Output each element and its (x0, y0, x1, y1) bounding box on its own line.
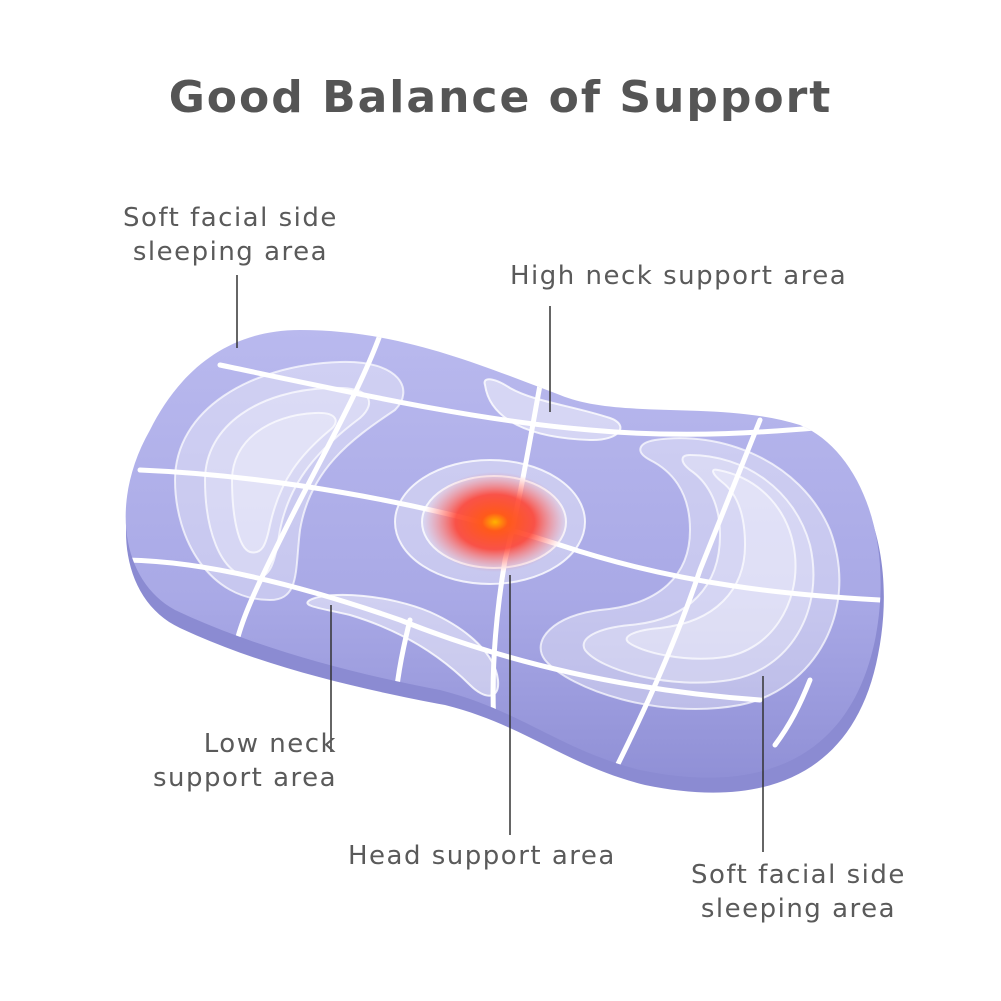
pressure-hotspot (423, 472, 567, 572)
label-line: Soft facial side (691, 860, 906, 890)
label-line: sleeping area (132, 237, 329, 267)
page-title: Good Balance of Support (168, 72, 833, 123)
label-line: Low neck (203, 729, 338, 759)
right-facial-pad (539, 437, 841, 710)
head-support-pad (394, 459, 586, 585)
leader-lines (236, 275, 764, 852)
label-line: support area (153, 763, 338, 793)
label-soft-facial-left: Soft facial side sleeping area (123, 201, 338, 269)
label-line: sleeping area (700, 894, 897, 924)
label-head-support: Head support area (348, 841, 616, 871)
label-line: Soft facial side (123, 203, 338, 233)
label-low-neck: Low neck support area (153, 727, 337, 795)
high-neck-pad (483, 378, 622, 442)
low-neck-pad (306, 593, 500, 697)
label-soft-facial-right: Soft facial side sleeping area (691, 858, 906, 926)
left-facial-pad (173, 360, 405, 602)
label-high-neck: High neck support area (510, 261, 848, 291)
